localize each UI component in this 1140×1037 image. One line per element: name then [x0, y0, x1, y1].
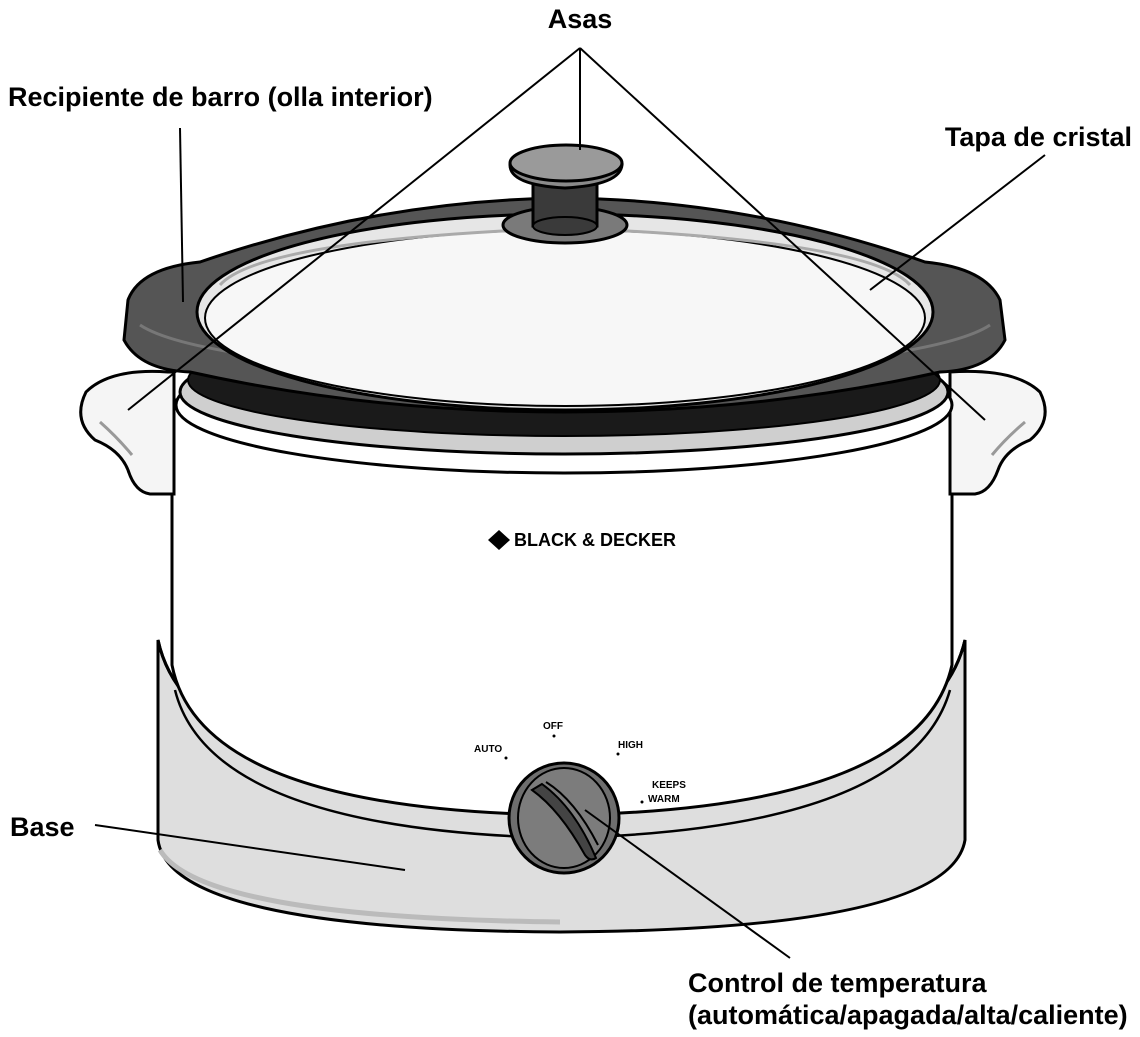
dial-off-label: OFF — [543, 721, 563, 732]
lid-knob — [501, 143, 629, 245]
label-tapa: Tapa de cristal — [945, 122, 1132, 152]
label-base: Base — [10, 812, 75, 842]
left-side-handle — [79, 369, 176, 496]
label-recipiente: Recipiente de barro (olla interior) — [8, 82, 433, 112]
leader-asas-left — [127, 47, 581, 411]
brand-logo: BLACK & DECKER — [488, 530, 676, 550]
dial-auto-label: AUTO — [474, 744, 502, 755]
leader-base — [94, 824, 406, 871]
glass-lid — [195, 212, 935, 412]
leader-recipiente — [179, 127, 184, 303]
dial-keeps-label: KEEPS — [652, 780, 686, 791]
brand-text: BLACK & DECKER — [514, 530, 676, 550]
leader-asas-right — [579, 47, 986, 421]
dial-warm-label: WARM — [648, 794, 680, 805]
dial-high-label: HIGH — [618, 740, 643, 751]
label-asas: Asas — [548, 4, 613, 34]
leader-control — [584, 809, 791, 959]
leader-tapa — [869, 154, 1046, 291]
right-side-handle — [948, 369, 1047, 496]
label-control-line2: (automática/apagada/alta/caliente) — [688, 1000, 1128, 1030]
label-control-line1: Control de temperatura — [688, 968, 988, 998]
leader-lines — [94, 47, 1046, 959]
temperature-dial: OFF AUTO HIGH KEEPS WARM — [474, 721, 686, 875]
